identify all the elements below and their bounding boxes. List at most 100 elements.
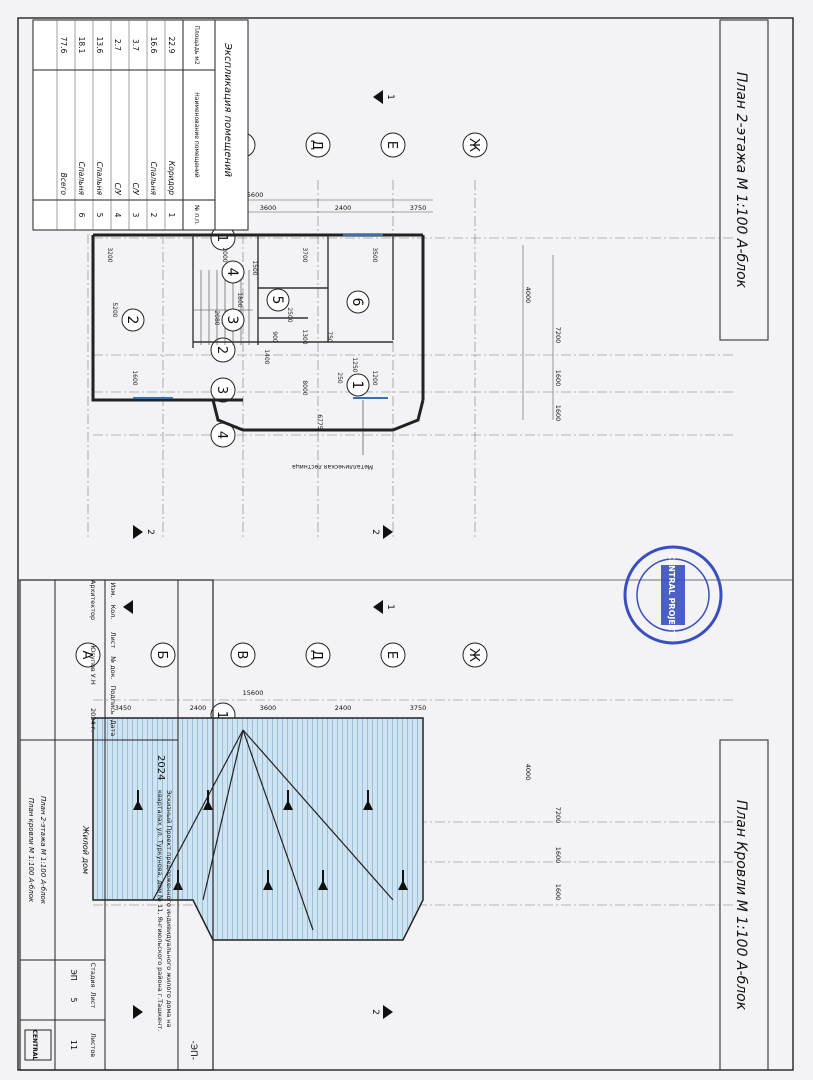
roof-dim-7200: 7200: [554, 807, 562, 824]
room-5: 5: [269, 296, 285, 305]
title-block-code: -ЭП-: [188, 1040, 198, 1060]
dim-misc-250: 250: [336, 372, 343, 384]
table-row-6-area: 18.1: [77, 37, 86, 54]
roof-section-mark-label-2: 2: [370, 1009, 380, 1015]
section-mark-label-4: 2: [145, 529, 155, 535]
title-block-project: Эскизный Проект предложенного индивидуал…: [156, 790, 173, 1032]
dim-inner-3200: 3200: [106, 247, 113, 262]
title-block-sheet-2: План кровли М 1:100 А-блок: [27, 798, 35, 903]
th-list: Лист: [109, 632, 117, 649]
roof-dim-1600a: 1600: [554, 847, 562, 864]
room-1: 1: [349, 381, 365, 390]
sheet-value: 5: [69, 997, 78, 1002]
table-row-2-area: 16.6: [149, 37, 158, 54]
section-mark: [373, 90, 383, 104]
dim-inner-3500: 3500: [371, 247, 378, 262]
axis-bubble-4: 4: [214, 431, 229, 439]
stamp-center-text: CENTRAL PROJECT: [667, 554, 676, 637]
dim-3750: 3750: [410, 204, 427, 212]
table-row-1-name: Коридор: [167, 161, 176, 195]
section-mark-label: 1: [385, 94, 395, 100]
th-doc: № док.: [109, 655, 117, 679]
room-6: 6: [349, 298, 365, 307]
dim-misc-750: 750: [326, 331, 333, 343]
roof-dim-15600: 15600: [243, 689, 264, 697]
th-izm: Изм.: [109, 582, 117, 597]
architect-label: Архитектор: [89, 580, 97, 620]
axis-bubble-2: 2: [214, 346, 229, 354]
dim-misc-1200: 1200: [371, 370, 378, 385]
room-3: 3: [224, 316, 240, 325]
dim-inner-2000: 2000: [221, 247, 228, 262]
dim-misc-6775: 6775: [316, 414, 323, 429]
table-row-4-name: С/У: [113, 183, 122, 196]
section-mark-label-3: 2: [370, 529, 380, 535]
roof-axis-V: В: [234, 651, 249, 660]
architect-date: 2024 г.: [89, 708, 97, 732]
roof-axis-A: А: [79, 651, 94, 660]
table-row-3-name: С/У: [131, 183, 140, 196]
dim-misc-8000: 8000: [301, 380, 308, 395]
table-row-3-num: 3: [131, 213, 140, 218]
roof-axis-D: Д: [309, 650, 324, 660]
table-row-3-area: 3.7: [131, 39, 140, 51]
logo-text: CENTRAL: [31, 1030, 38, 1061]
roof-axis-1: 1: [214, 711, 229, 719]
roof-axis-Zh: Ж: [466, 648, 481, 662]
dim-1600a: 1600: [554, 370, 562, 387]
table-row-6-name: Спальня: [77, 162, 86, 196]
stage-header: Стадия: [89, 963, 97, 988]
dim-7200: 7200: [554, 327, 562, 344]
dim-2400b: 2400: [335, 204, 352, 212]
roof-dim-2400: 2400: [190, 704, 207, 712]
table-row-1-num: 1: [167, 213, 176, 218]
table-row-1-area: 22.9: [167, 37, 176, 54]
dim-misc-1600: 1600: [131, 370, 138, 385]
axis-bubble-1: 1: [214, 234, 229, 242]
table-total-label: Всего: [59, 173, 68, 196]
col-num-header: № п.п.: [193, 205, 200, 225]
sheets-header: Листов: [89, 1033, 97, 1057]
col-area-header: Площадь м2: [193, 25, 200, 64]
dim-misc-1300: 1300: [301, 329, 308, 344]
th-kol: Кол.: [109, 605, 117, 620]
dim-15600: 15600: [243, 191, 264, 199]
title-block-year: 2024: [155, 755, 166, 780]
explication-title: Экспликация помещений: [222, 42, 233, 178]
title-block-object: Жилой дом: [81, 825, 90, 874]
official-stamp: CENTRAL PROJECT: [623, 545, 723, 645]
dim-misc-5200: 5200: [111, 302, 118, 317]
callout-metal-stair: Металлическая лестница: [292, 463, 373, 470]
dim-misc-1250: 1250: [351, 357, 358, 372]
stage-value: ЭП: [69, 969, 78, 981]
table-row-5-num: 5: [95, 213, 104, 218]
roof-axis-B: Б: [154, 651, 169, 660]
roof-dim-3450: 3450: [115, 704, 132, 712]
table-row-6-num: 6: [77, 213, 86, 218]
explication-table: Экспликация помещений Площадь м2 Наимено…: [32, 19, 249, 231]
title-block-sheet-1: План 2-этажа М 1:100 А-блок: [39, 796, 47, 905]
table-row-2-num: 2: [149, 213, 158, 218]
roof-dim-2400b: 2400: [335, 704, 352, 712]
sheet-border: [17, 17, 794, 1071]
axis-bubble-E: Е: [384, 141, 399, 149]
roof-axis-E: Е: [384, 651, 399, 659]
title-block: -ЭП- 2024 Эскизный Проект предложенного …: [19, 579, 214, 1071]
table-row-5-area: 13.6: [95, 37, 104, 54]
dim-misc-1800: 1800: [236, 292, 243, 307]
room-4: 4: [224, 268, 240, 277]
dim-misc-900: 900: [271, 331, 278, 343]
architect-name: Юсупов У.Н: [89, 645, 97, 685]
floor-plan-title: План 2-этажа М 1:100 А-блок: [733, 72, 749, 289]
roof-dim-1600b: 1600: [554, 884, 562, 901]
col-name-header: Наименование помещений: [193, 92, 200, 178]
dim-misc-1400: 1400: [263, 349, 270, 364]
dim-inner-3700: 3700: [301, 247, 308, 262]
roof-plan: План Кровли М 1:100 А-блок А Б В Д Е Ж 1…: [75, 600, 769, 1071]
dim-misc-2500: 2500: [286, 307, 293, 322]
roof-dim-3600: 3600: [260, 704, 277, 712]
axis-bubble-Zh: Ж: [466, 138, 481, 152]
